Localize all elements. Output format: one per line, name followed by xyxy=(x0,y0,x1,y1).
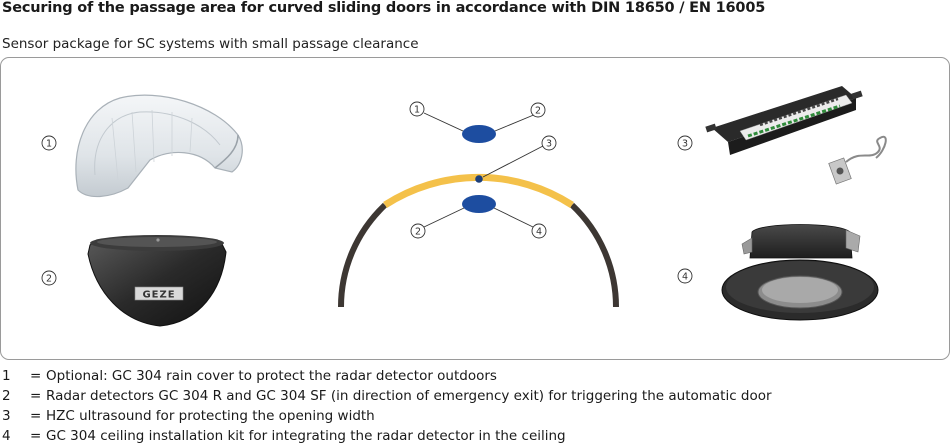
door-panel-left xyxy=(337,202,388,308)
svg-text:2: 2 xyxy=(46,274,52,285)
radar-sensor-bottom xyxy=(462,195,496,213)
device-brand-label: GEZE xyxy=(142,290,175,301)
legend-text: GC 304 ceiling installation kit for inte… xyxy=(46,428,566,444)
svg-text:4: 4 xyxy=(682,272,688,283)
legend-number: 3 xyxy=(2,408,11,424)
legend-text: Optional: GC 304 rain cover to protect t… xyxy=(46,368,497,384)
legend-number: 1 xyxy=(2,368,11,384)
legend-equals: = xyxy=(30,408,42,424)
legend-item: 3 =HZC ultrasound for protecting the open… xyxy=(2,406,772,426)
door-panel-right xyxy=(569,202,620,308)
badge-control-unit: 3 xyxy=(677,135,693,151)
badge-sensor-top-2: 2 xyxy=(530,102,546,118)
legend-item: 4 =GC 304 ceiling installation kit for in… xyxy=(2,426,772,446)
ultrasound-sensor-dot xyxy=(475,175,483,183)
curved-door-diagram xyxy=(337,112,620,308)
legend-text: Radar detectors GC 304 R and GC 304 SF (… xyxy=(46,388,772,404)
badge-radar-detector: 2 xyxy=(41,270,57,286)
badge-sensor-top-1: 1 xyxy=(409,101,425,117)
radar-sensor-top xyxy=(462,125,496,143)
badge-sensor-bottom-4: 4 xyxy=(531,223,547,239)
svg-text:2: 2 xyxy=(535,106,541,117)
legend-number: 2 xyxy=(2,388,11,404)
svg-text:4: 4 xyxy=(536,227,542,238)
svg-text:2: 2 xyxy=(415,227,421,238)
svg-text:3: 3 xyxy=(682,139,688,150)
badge-ceiling-kit: 4 xyxy=(677,268,693,284)
radar-detector-illustration: GEZE xyxy=(87,235,227,327)
page-title: Securing of the passage area for curved … xyxy=(2,0,766,16)
legend-number: 4 xyxy=(2,428,11,444)
legend-equals: = xyxy=(30,428,42,444)
legend-text: HZC ultrasound for protecting the openin… xyxy=(46,408,375,424)
badge-ultrasound: 3 xyxy=(541,135,557,151)
diagram-panel xyxy=(0,57,950,360)
ultrasound-control-unit-illustration xyxy=(705,86,887,185)
badge-sensor-bottom-2: 2 xyxy=(410,223,426,239)
legend-equals: = xyxy=(30,388,42,404)
rain-cover-illustration xyxy=(75,94,243,198)
svg-text:3: 3 xyxy=(546,139,552,150)
legend-equals: = xyxy=(30,368,42,384)
ceiling-installation-kit-illustration xyxy=(721,224,879,321)
page-subtitle: Sensor package for SC systems with small… xyxy=(2,36,419,52)
svg-text:1: 1 xyxy=(46,139,52,150)
badge-rain-cover: 1 xyxy=(41,135,57,151)
legend-item: 1 =Optional: GC 304 rain cover to protect… xyxy=(2,366,772,386)
svg-text:1: 1 xyxy=(414,105,420,116)
legend: 1=Optional: GC 304 rain cover to protect… xyxy=(2,366,772,446)
legend-item: 2 =Radar detectors GC 304 R and GC 304 SF… xyxy=(2,386,772,406)
